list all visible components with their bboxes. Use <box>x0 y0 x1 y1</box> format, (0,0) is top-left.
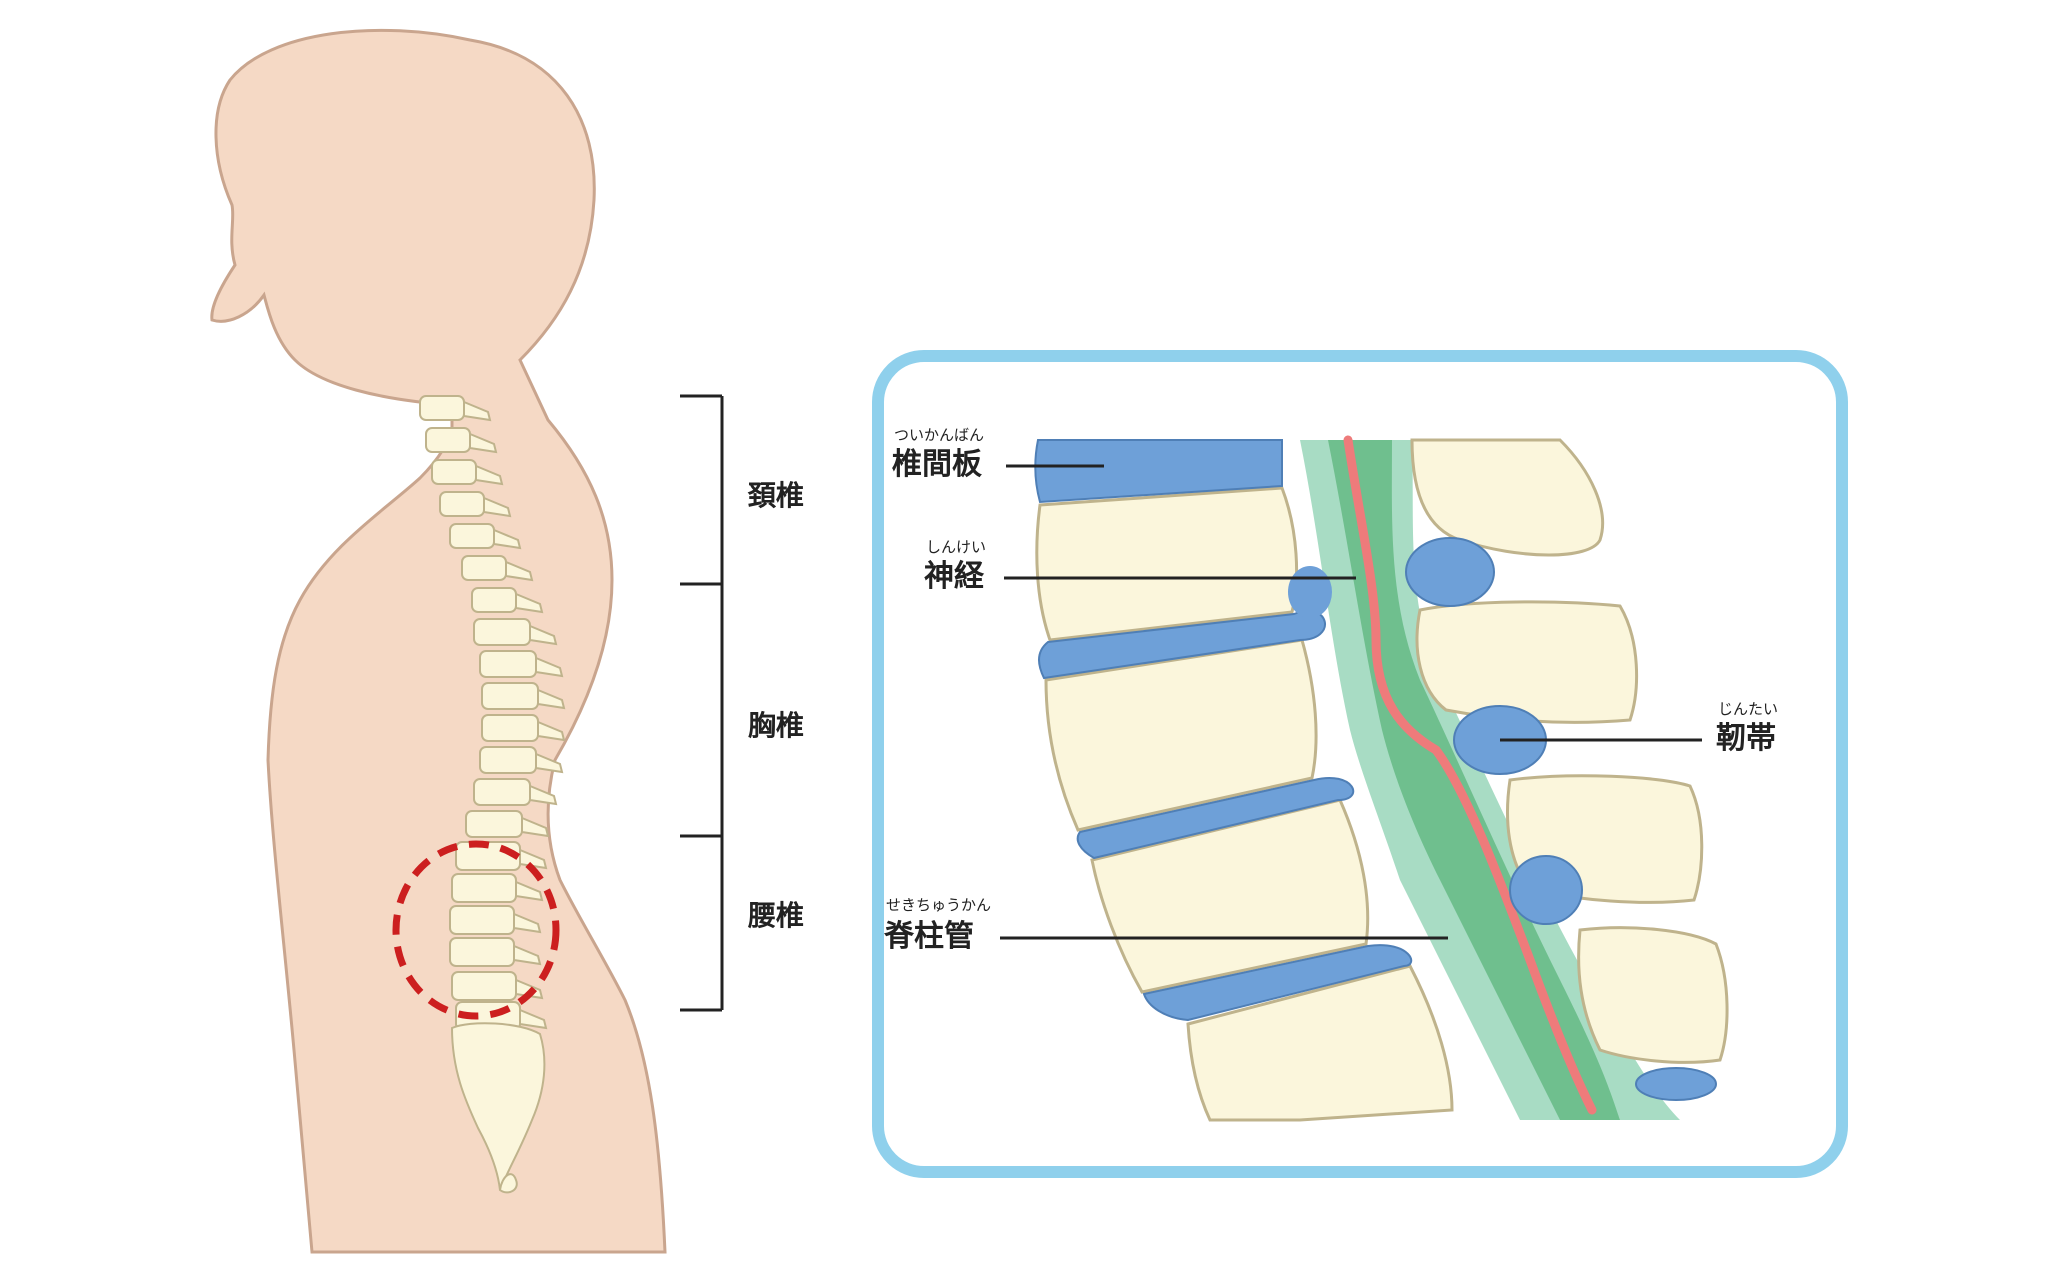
vertebra <box>479 650 564 678</box>
disc-bulge <box>1288 566 1332 618</box>
ligament-reading: じんたい <box>1718 700 1779 718</box>
vertebra <box>479 746 564 774</box>
spinous-processes <box>1410 438 1729 1064</box>
leader-lines <box>1000 464 1702 940</box>
nerve-label: 神経 <box>924 559 984 594</box>
vertebra <box>449 905 542 935</box>
ligaments <box>1405 537 1717 1101</box>
vertebra <box>451 971 544 1001</box>
vertebra <box>471 587 544 614</box>
vertebra <box>449 523 522 550</box>
vertebra <box>481 714 566 742</box>
vertebra <box>419 395 492 422</box>
cervical-label: 頚椎 <box>748 479 805 512</box>
intervertebral-discs <box>1034 439 1413 1022</box>
ligament-label: 靭帯 <box>1716 721 1776 756</box>
sacrum <box>450 1022 546 1191</box>
disc-label: 椎間板 <box>892 447 982 482</box>
vertebra <box>451 873 544 903</box>
vertebra <box>481 682 566 710</box>
canal-label: 脊柱管 <box>884 919 974 954</box>
spine-cross-section <box>1034 435 1729 1122</box>
region-bracket <box>680 394 724 1012</box>
nerve-reading: しんけい <box>926 538 987 556</box>
vertebra <box>449 937 542 967</box>
vertebra <box>473 618 558 646</box>
vertebra <box>439 491 512 518</box>
vertebra <box>465 810 550 838</box>
vertebra <box>431 459 504 486</box>
vertebra <box>461 555 534 582</box>
lumbar-highlight-circle <box>392 840 560 1020</box>
disc-reading: ついかんばん <box>894 426 985 444</box>
thoracic-label: 胸椎 <box>748 709 805 742</box>
vertebra <box>473 778 558 806</box>
spine-column <box>419 395 566 1031</box>
canal-reading: せきちゅうかん <box>886 896 992 914</box>
spinal-nerve <box>1343 435 1597 1115</box>
vertebra <box>425 427 498 454</box>
coccyx <box>498 1173 518 1194</box>
body-silhouette <box>210 28 667 1254</box>
vertebral-bodies <box>1035 486 1454 1122</box>
lumbar-label: 腰椎 <box>748 899 805 932</box>
